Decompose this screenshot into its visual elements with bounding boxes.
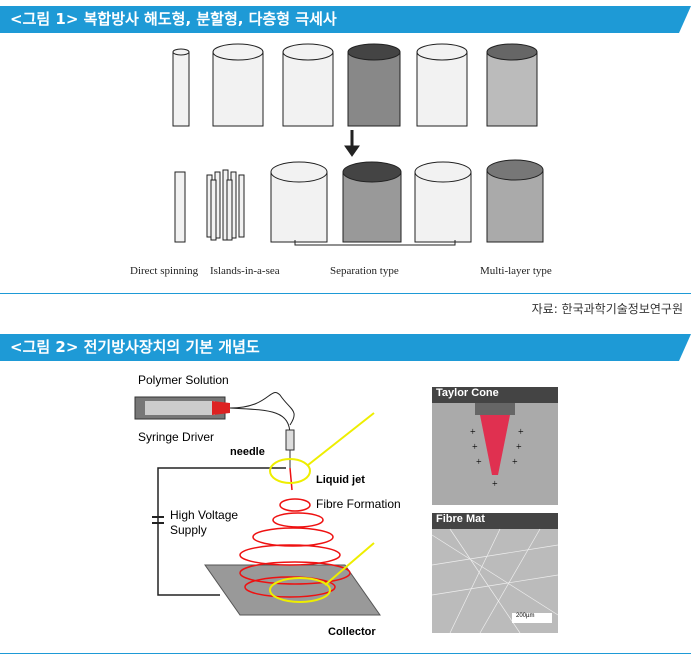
svg-text:+: + bbox=[492, 479, 498, 490]
svg-text:+: + bbox=[518, 427, 524, 438]
caption-separation: Separation type bbox=[330, 265, 399, 277]
svg-text:+: + bbox=[512, 457, 518, 468]
svg-text:+: + bbox=[476, 457, 482, 468]
caption-multilayer: Multi-layer type bbox=[480, 265, 552, 277]
label-hv-1: High Voltage bbox=[170, 508, 239, 522]
label-taylor-cone: Taylor Cone bbox=[436, 387, 499, 399]
label-needle: needle bbox=[230, 446, 265, 458]
label-collector: Collector bbox=[328, 626, 376, 638]
figure1-source: 자료: 한국과학기술정보연구원 bbox=[531, 302, 683, 316]
label-liquid-jet: Liquid jet bbox=[316, 474, 365, 486]
label-fibre-mat: Fibre Mat bbox=[436, 513, 485, 525]
svg-text:+: + bbox=[472, 442, 478, 453]
label-scale: 200µm bbox=[516, 613, 535, 619]
figure1-title: <그림 1> 복합방사 해도형, 분할형, 다층형 극세사 bbox=[10, 10, 337, 28]
figure2-title-bar: <그림 2> 전기방사장치의 기본 개념도 bbox=[0, 334, 691, 361]
figure1-divider bbox=[0, 293, 691, 294]
label-polymer: Polymer Solution bbox=[138, 373, 229, 387]
label-syringe: Syringe Driver bbox=[138, 430, 215, 444]
label-hv-2: Supply bbox=[170, 523, 207, 537]
caption-islands: Islands-in-a-sea bbox=[210, 265, 280, 277]
electrospinning-diagram: + + + + + + + bbox=[134, 387, 559, 634]
svg-text:+: + bbox=[470, 427, 476, 438]
fiber-types-illustration bbox=[172, 43, 544, 246]
figure1-title-bar: <그림 1> 복합방사 해도형, 분할형, 다층형 극세사 bbox=[0, 6, 691, 33]
label-fibre-formation: Fibre Formation bbox=[316, 497, 401, 511]
caption-direct: Direct spinning bbox=[130, 265, 199, 277]
svg-text:+: + bbox=[516, 442, 522, 453]
figure2-title: <그림 2> 전기방사장치의 기본 개념도 bbox=[10, 338, 260, 356]
figure2-divider bbox=[0, 653, 691, 654]
